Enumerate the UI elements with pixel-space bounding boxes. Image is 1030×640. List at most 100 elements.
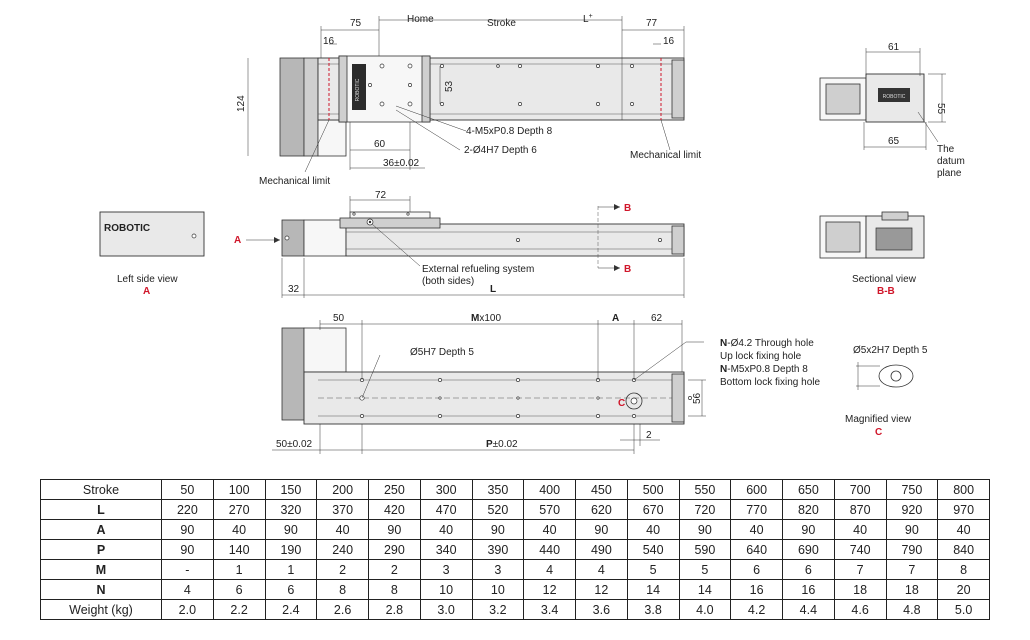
table-cell: 420 — [368, 499, 421, 520]
datum-line-1: The — [937, 144, 955, 155]
table-cell: - — [161, 559, 214, 580]
technical-drawing: ROBOTIC 75 Home Stroke L+ 77 16 16 — [99, 13, 965, 454]
table-cell: 50 — [161, 479, 214, 500]
row-header: M — [40, 559, 162, 580]
dim-mx100: Mx100 — [471, 313, 501, 324]
section-b-bottom: B — [624, 264, 631, 275]
row-header: P — [40, 539, 162, 560]
dim-124: 124 — [236, 95, 247, 112]
table-cell: 3.2 — [471, 599, 525, 620]
table-cell: 870 — [833, 499, 887, 520]
table-cell: 740 — [833, 539, 887, 560]
table-cell: 40 — [833, 519, 887, 540]
table-cell: 440 — [523, 539, 576, 560]
table-cell: 90 — [678, 519, 732, 540]
dim-32: 32 — [288, 284, 300, 295]
table-cell: 1 — [264, 559, 318, 580]
table-cell: 12 — [523, 579, 576, 600]
table-cell: 2.6 — [316, 599, 369, 620]
dim-72: 72 — [375, 190, 387, 201]
table-cell: 790 — [885, 539, 939, 560]
table-cell: 700 — [833, 479, 887, 500]
table-cell: 2 — [368, 559, 421, 580]
table-cell: 90 — [575, 519, 628, 540]
table-cell: 40 — [730, 519, 783, 540]
datum-line-2: datum — [937, 156, 965, 167]
side-rail — [345, 223, 685, 257]
dim-75: 75 — [350, 18, 362, 29]
table-cell: 18 — [833, 579, 887, 600]
table-cell: 150 — [264, 479, 318, 500]
table-cell: 350 — [471, 479, 525, 500]
table-cell: 100 — [212, 479, 266, 500]
table-cell: 40 — [937, 519, 990, 540]
table-cell: 90 — [161, 539, 214, 560]
table-cell: 14 — [626, 579, 680, 600]
table-cell: 240 — [316, 539, 369, 560]
dim-65: 65 — [888, 136, 900, 147]
detail-c-circle — [625, 392, 643, 410]
table-cell: 90 — [368, 519, 421, 540]
table-cell: 40 — [626, 519, 680, 540]
table-cell: 5.0 — [937, 599, 990, 620]
dim-62: 62 — [651, 313, 663, 324]
motor-body — [279, 57, 305, 157]
table-cell: 40 — [523, 519, 576, 540]
table-cell: 5 — [678, 559, 732, 580]
table-cell: 290 — [368, 539, 421, 560]
table-cell: 300 — [419, 479, 473, 500]
table-cell: 340 — [419, 539, 473, 560]
table-cell: 16 — [782, 579, 835, 600]
table-cell: 840 — [937, 539, 990, 560]
table-cell: 640 — [730, 539, 783, 560]
magnified-view-letter: C — [875, 427, 882, 438]
dim-53: 53 — [444, 80, 455, 92]
table-cell: 370 — [316, 499, 369, 520]
table-cell: 570 — [523, 499, 576, 520]
dim-60: 60 — [374, 139, 386, 150]
table-cell: 6 — [212, 579, 266, 600]
row-header: Stroke — [40, 479, 162, 500]
table-cell: 750 — [885, 479, 939, 500]
table-cell: 4 — [523, 559, 576, 580]
section-b-top: B — [624, 203, 631, 214]
table-cell: 10 — [419, 579, 473, 600]
sectional-view: Sectional view B-B — [819, 211, 925, 297]
l-plus-label: L+ — [583, 13, 593, 25]
table-cell: 490 — [575, 539, 628, 560]
dim-61: 61 — [888, 42, 900, 53]
table-cell: 200 — [316, 479, 369, 500]
table-cell: 3.6 — [575, 599, 628, 620]
table-cell: 270 — [212, 499, 266, 520]
table-cell: 18 — [885, 579, 939, 600]
table-cell: 90 — [885, 519, 939, 540]
dim-L: L — [490, 284, 496, 295]
table-cell: 4.4 — [782, 599, 835, 620]
table-cell: 720 — [678, 499, 732, 520]
refuel-label: External refueling system — [422, 264, 534, 275]
table-cell: 90 — [782, 519, 835, 540]
table-cell: 920 — [885, 499, 939, 520]
table-cell: 7 — [833, 559, 887, 580]
callout-n-4: Bottom lock fixing hole — [720, 377, 820, 388]
table-cell: 12 — [575, 579, 628, 600]
table-cell: 6 — [730, 559, 783, 580]
table-cell: 4.6 — [833, 599, 887, 620]
table-cell: 690 — [782, 539, 835, 560]
table-cell: 14 — [678, 579, 732, 600]
table-cell: 5 — [626, 559, 680, 580]
dim-77: 77 — [646, 18, 658, 29]
magnified-view: Ø5x2H7 Depth 5 Magnified view C — [845, 345, 928, 438]
mech-limit-left-label: Mechanical limit — [259, 176, 330, 187]
table-cell: 550 — [678, 479, 732, 500]
table-cell: 8 — [937, 559, 990, 580]
dim-50-002: 50±0.02 — [276, 439, 313, 450]
table-cell: 6 — [782, 559, 835, 580]
table-cell: 3 — [471, 559, 525, 580]
table-cell: 450 — [575, 479, 628, 500]
